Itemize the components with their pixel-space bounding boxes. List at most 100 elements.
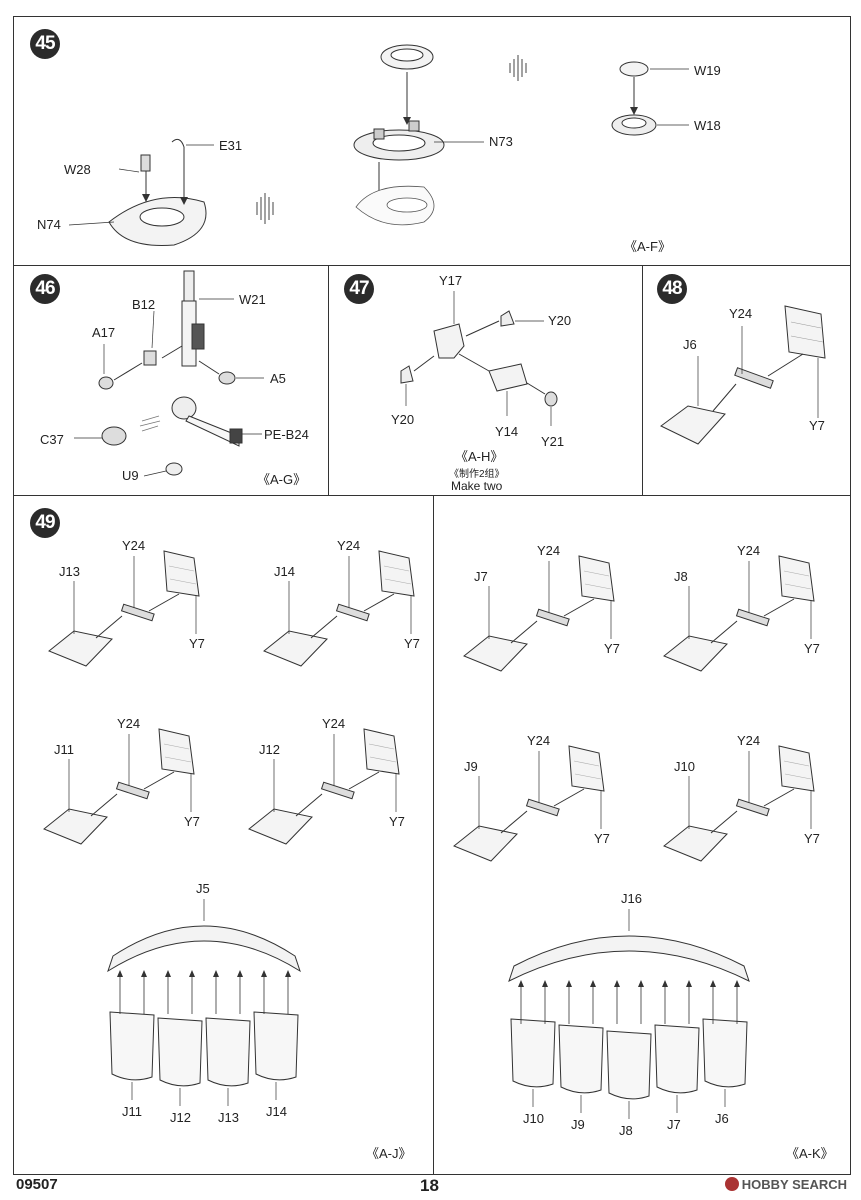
top-part-label: J16 bbox=[621, 891, 642, 906]
step-number: 48 bbox=[657, 274, 687, 304]
bottom-part-label: J10 bbox=[523, 1111, 544, 1126]
product-code: 09507 bbox=[16, 1176, 58, 1193]
j-part-label: J13 bbox=[59, 564, 80, 579]
step-number: 47 bbox=[344, 274, 374, 304]
y24-label: Y24 bbox=[117, 716, 141, 731]
assembly-arrow bbox=[363, 593, 395, 612]
j-plate bbox=[663, 635, 728, 672]
bottom-flap bbox=[654, 1024, 700, 1094]
assembly-arrow bbox=[500, 810, 528, 834]
step-47-diagram bbox=[400, 291, 558, 426]
assembly-arrow bbox=[90, 793, 118, 817]
arrow-head bbox=[117, 970, 123, 977]
bottom-flap bbox=[205, 1017, 251, 1087]
part-label: N73 bbox=[489, 134, 513, 149]
j-part-label: J12 bbox=[259, 742, 280, 757]
reference-label: 《A-F》 bbox=[624, 239, 671, 254]
y24-bracket bbox=[525, 798, 560, 817]
top-fender bbox=[508, 935, 750, 982]
assembly-arrow bbox=[763, 598, 795, 617]
j-part-label: J11 bbox=[54, 742, 74, 757]
assembly-arrow bbox=[763, 788, 795, 807]
step-49-right-diagram bbox=[453, 555, 815, 1119]
bottom-part-label: J12 bbox=[170, 1110, 191, 1125]
step-number: 49 bbox=[30, 508, 60, 538]
arrow-head bbox=[566, 980, 572, 987]
step-49-left-diagram bbox=[43, 550, 415, 1106]
y7-flap bbox=[158, 728, 195, 775]
flap-rib bbox=[368, 743, 395, 750]
y24-label: Y24 bbox=[737, 733, 761, 748]
part-label: Y14 bbox=[495, 424, 519, 439]
part-label: W18 bbox=[694, 118, 721, 133]
flap-rib bbox=[369, 756, 397, 763]
bottom-part-label: J7 bbox=[667, 1117, 681, 1132]
reference-label: 《A-J》 bbox=[366, 1146, 412, 1161]
y7-label: Y7 bbox=[184, 814, 200, 829]
j-plate bbox=[463, 635, 528, 672]
y7-label: Y7 bbox=[804, 641, 820, 656]
y24-bracket bbox=[335, 603, 370, 622]
top-fender bbox=[107, 925, 301, 973]
arrow-head bbox=[213, 970, 219, 977]
note-en: Make two bbox=[451, 479, 503, 493]
part-label: Y17 bbox=[439, 273, 463, 288]
y7-flap bbox=[778, 555, 815, 602]
y7-label: Y7 bbox=[604, 641, 620, 656]
part-label: C37 bbox=[40, 432, 64, 447]
y24-bracket bbox=[320, 781, 355, 800]
part-label: PE-B24 bbox=[264, 427, 309, 442]
arrow-head bbox=[518, 980, 524, 987]
part-label: Y20 bbox=[548, 313, 572, 328]
j-plate bbox=[663, 825, 728, 862]
flap-rib bbox=[573, 760, 600, 767]
flap-rib bbox=[783, 570, 810, 577]
y7-flap bbox=[378, 550, 415, 597]
reference-label: 《A-H》 bbox=[455, 449, 504, 464]
arrow-head bbox=[734, 980, 740, 987]
bottom-part-label: J14 bbox=[266, 1104, 287, 1119]
arrow-head bbox=[638, 980, 644, 987]
part-label: W21 bbox=[239, 292, 266, 307]
step-45-diagram bbox=[68, 44, 689, 247]
assembly-arrow bbox=[295, 793, 323, 817]
arrow-head bbox=[285, 970, 291, 977]
bottom-part-label: J13 bbox=[218, 1110, 239, 1125]
step-45-panel: 45 bbox=[13, 16, 851, 266]
flap-rib bbox=[168, 565, 195, 572]
page-number: 18 bbox=[420, 1176, 439, 1195]
bottom-flap bbox=[606, 1030, 652, 1100]
arrow-head bbox=[189, 970, 195, 977]
flap-rib bbox=[784, 773, 812, 780]
y24-bracket bbox=[735, 608, 770, 627]
y24-bracket bbox=[735, 798, 770, 817]
reference-label: 《A-K》 bbox=[786, 1146, 834, 1161]
flap-rib bbox=[584, 583, 612, 590]
j-part-label: J10 bbox=[674, 759, 695, 774]
y7-label: Y7 bbox=[804, 831, 820, 846]
j-part-label: J7 bbox=[474, 569, 488, 584]
flap-rib bbox=[583, 570, 610, 577]
y24-bracket bbox=[115, 781, 150, 800]
y7-flap bbox=[578, 555, 615, 602]
bottom-part-label: J6 bbox=[715, 1111, 729, 1126]
step-number: 45 bbox=[30, 29, 60, 59]
part-label: Y7 bbox=[809, 418, 825, 433]
flap-rib bbox=[574, 773, 602, 780]
y24-label: Y24 bbox=[737, 543, 761, 558]
part-label: E31 bbox=[219, 138, 243, 153]
bottom-flap bbox=[253, 1011, 299, 1081]
flap-rib bbox=[384, 578, 412, 585]
part-label: Y21 bbox=[541, 434, 565, 449]
arrow-head bbox=[686, 980, 692, 987]
y7-label: Y7 bbox=[404, 636, 420, 651]
step-46-diagram bbox=[74, 270, 264, 477]
arrow-head bbox=[710, 980, 716, 987]
j-part-label: J8 bbox=[674, 569, 688, 584]
flap-rib bbox=[164, 756, 192, 763]
note-cn: 《制作2组》 bbox=[449, 469, 505, 480]
assembly-arrow bbox=[710, 620, 738, 644]
step-46-panel: 46 B12 W21 A17 A5 C37 PE-B24 U9 《A-G》 bbox=[13, 265, 329, 496]
bottom-flap bbox=[109, 1011, 155, 1081]
